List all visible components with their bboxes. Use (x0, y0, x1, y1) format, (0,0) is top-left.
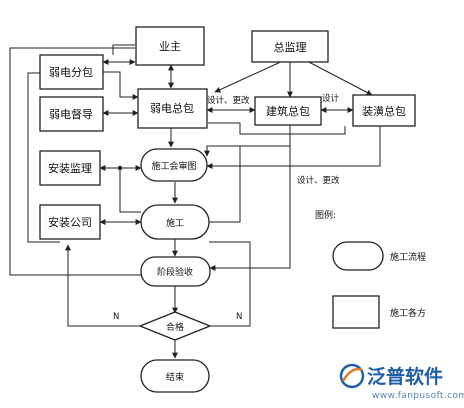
node-qualified-label: 合格 (166, 321, 184, 333)
node-end: 结束 (140, 359, 210, 393)
edge-label-no-left: N (113, 312, 119, 322)
node-weak-sub-label: 弱电分包 (49, 66, 93, 79)
node-weak-general: 弱电总包 (137, 88, 208, 129)
node-owner-label: 业主 (159, 40, 181, 53)
legend: 图例: 施工流程 施工各方 (315, 209, 426, 329)
node-drawing-review: 施工会审图 (140, 148, 208, 182)
node-weak-general-label: 弱电总包 (150, 101, 194, 115)
node-install-supervision-label: 安装监理 (48, 161, 92, 175)
legend-flow-label: 施工流程 (390, 251, 426, 263)
edge-supervision-decoration (304, 59, 373, 96)
brand-name: 泛普软件 (367, 365, 443, 388)
node-end-label: 结束 (166, 371, 184, 383)
node-weak-supervisor: 弱电督导 (39, 96, 104, 132)
node-owner: 业主 (135, 26, 205, 66)
legend-title: 图例: (315, 209, 336, 221)
edge-left-inner-loop (27, 72, 60, 243)
edge-construction-right (209, 146, 241, 223)
edge-label-design-change-2: 设计、更改 (297, 175, 340, 186)
brand-logo-icon (339, 363, 365, 389)
node-drawing-review-label: 施工会审图 (151, 160, 196, 172)
edge-owner-weak-general-side (112, 44, 135, 55)
brand-url: www.fanpusoft.com (372, 391, 464, 401)
node-install-company-label: 安装公司 (48, 215, 92, 229)
node-building-general: 建筑总包 (254, 96, 322, 126)
edge-supervision-weak-general (214, 59, 286, 93)
connectors (9, 44, 381, 359)
node-stage-acceptance-label: 阶段验收 (157, 266, 193, 278)
node-general-supervision-label: 总监理 (274, 40, 307, 54)
legend-flow-symbol (332, 241, 384, 271)
legend-party-symbol (332, 295, 380, 329)
edge-sup-construction (119, 168, 141, 213)
edge-decoration-review (206, 125, 381, 169)
node-stage-acceptance: 阶段验收 (140, 256, 211, 287)
edge-label-no-right: N (236, 312, 242, 322)
node-decoration-general: 装潢总包 (352, 94, 416, 127)
edge-building-acceptance (209, 146, 291, 271)
edge-qualified-no-left (67, 275, 140, 327)
node-decoration-general-label: 装潢总包 (362, 104, 406, 118)
edge-weak-sub-weak-general (103, 71, 139, 100)
node-construction: 施工 (140, 204, 210, 240)
edge-label-design: 设计 (322, 93, 340, 104)
node-install-supervision: 安装监理 (39, 150, 101, 186)
edge-weak-decoration-return (208, 122, 346, 135)
node-qualified: 合格 (138, 311, 212, 341)
node-weak-supervisor-label: 弱电督导 (49, 107, 93, 121)
node-install-company: 安装公司 (39, 204, 101, 240)
edge-qualified-no-right (209, 241, 251, 327)
edge-building-review (204, 125, 291, 157)
node-building-general-label: 建筑总包 (266, 104, 310, 118)
node-weak-sub: 弱电分包 (39, 54, 104, 90)
legend-party-label: 施工各方 (390, 307, 426, 319)
brand-watermark: 泛普软件 www.fanpusoft.com (339, 363, 464, 401)
node-construction-label: 施工 (166, 217, 184, 229)
node-general-supervision: 总监理 (251, 30, 329, 63)
edge-label-design-change-1: 设计、更改 (207, 95, 250, 106)
